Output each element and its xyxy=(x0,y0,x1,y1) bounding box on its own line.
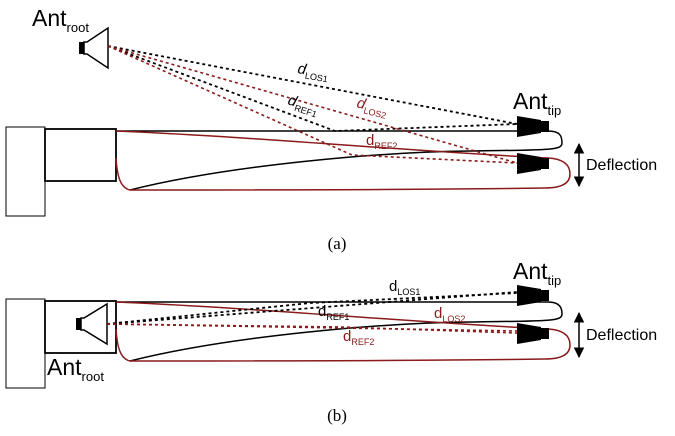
label-ant-root: Antroot xyxy=(32,5,89,35)
straight-blade xyxy=(116,301,563,362)
label-d-ref1: dREF1 xyxy=(318,303,349,322)
ant-tip-deflected xyxy=(517,323,549,344)
panel-a: Antroot Anttip dLOS1 dREF1 dLOS2 dREF2 D… xyxy=(5,5,657,253)
hub-block xyxy=(44,128,117,182)
label-d-los2: dLOS2 xyxy=(434,305,465,324)
label-d-ref2: dREF2 xyxy=(366,132,397,151)
label-ant-tip: Anttip xyxy=(513,88,561,118)
deflected-blade xyxy=(115,130,571,191)
label-d-los1: dLOS1 xyxy=(389,278,420,297)
label-d-los1: dLOS1 xyxy=(296,60,330,84)
path-los1 xyxy=(106,291,518,325)
ant-tip-straight xyxy=(517,116,549,137)
label-ant-tip: Anttip xyxy=(513,258,561,288)
path-los2 xyxy=(107,45,518,164)
caption-a: (a) xyxy=(328,234,347,253)
ant-tip-straight xyxy=(517,285,549,306)
deflected-blade xyxy=(115,301,571,362)
path-ref1 xyxy=(106,292,518,325)
straight-blade xyxy=(116,130,563,191)
ant-tip-deflected xyxy=(517,153,549,174)
label-d-los2: dLOS2 xyxy=(354,94,389,120)
wall-block xyxy=(5,298,46,389)
caption-b: (b) xyxy=(327,406,347,425)
label-d-ref2: dREF2 xyxy=(343,328,374,347)
panel-b: Anttip Antroot dLOS1 dREF1 dLOS2 dREF2 D… xyxy=(5,258,657,425)
label-d-ref1: dREF1 xyxy=(285,92,321,120)
path-ref1 xyxy=(107,45,518,132)
label-deflection: Deflection xyxy=(586,327,657,344)
ant-root-horn xyxy=(79,26,109,70)
ant-root-horn xyxy=(76,302,108,346)
wall-block xyxy=(5,126,46,217)
label-ant-root: Antroot xyxy=(47,354,104,384)
label-deflection: Deflection xyxy=(586,157,657,174)
